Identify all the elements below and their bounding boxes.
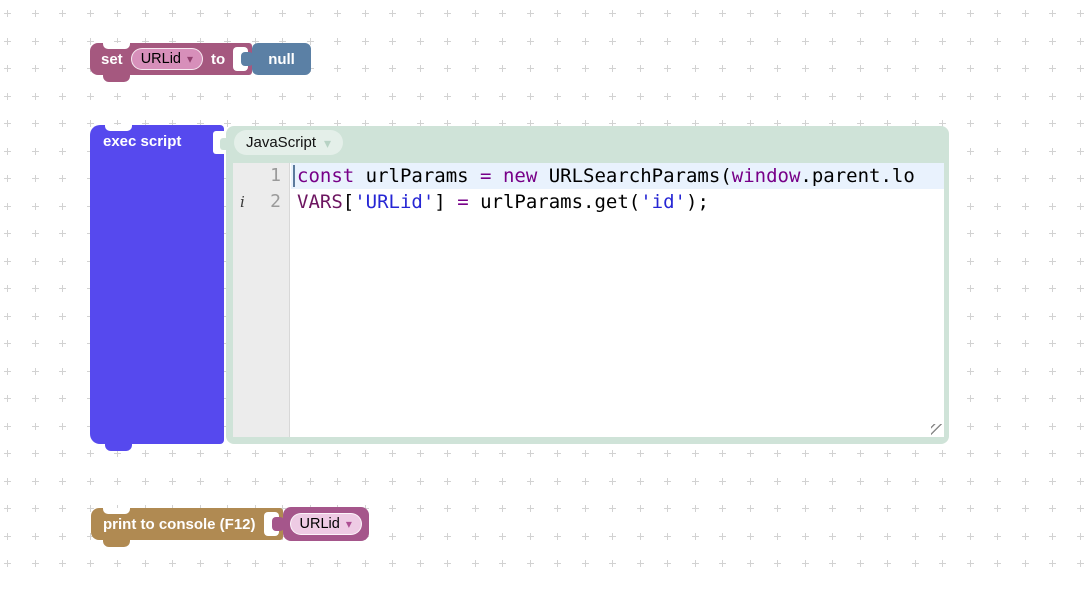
to-label: to: [211, 50, 226, 68]
code-area[interactable]: const urlParams = new URLSearchParams(wi…: [291, 163, 944, 437]
next-connection-tab: [103, 540, 130, 547]
print-block[interactable]: print to console (F12) URLid ▾: [91, 507, 369, 547]
variable-block[interactable]: URLid ▾: [282, 507, 369, 541]
print-variable-dropdown[interactable]: URLid ▾: [289, 513, 362, 535]
exec-script-label: exec script: [103, 133, 182, 150]
set-variable-label: URLid: [140, 51, 181, 67]
resize-handle-icon[interactable]: [931, 424, 942, 435]
previous-connection-notch: [103, 43, 130, 49]
next-connection-tab: [103, 75, 130, 82]
print-variable-label: URLid: [299, 516, 340, 532]
code-line: const urlParams = new URLSearchParams(wi…: [291, 163, 944, 189]
print-label: print to console (F12): [103, 515, 256, 533]
text-cursor: [293, 165, 295, 187]
gutter-row: 1: [233, 163, 289, 189]
code-line: VARS['URLid'] = urlParams.get('id');: [297, 191, 709, 213]
previous-connection-notch: [105, 125, 132, 131]
line-number: 2: [270, 191, 281, 212]
set-block-body[interactable]: set URLid ▾ to: [90, 43, 253, 82]
previous-connection-notch: [103, 508, 130, 514]
line-number: 1: [270, 165, 281, 186]
set-label: set: [101, 50, 123, 68]
language-dropdown[interactable]: JavaScript ▾: [234, 130, 344, 155]
exec-script-block[interactable]: exec script: [90, 125, 227, 451]
set-variable-dropdown[interactable]: URLid ▾: [130, 48, 204, 70]
chevron-down-icon: ▾: [324, 134, 332, 151]
chevron-down-icon: ▾: [345, 517, 352, 531]
null-block[interactable]: null: [252, 43, 311, 75]
lint-info-marker-icon: i: [240, 193, 245, 211]
print-block-body[interactable]: print to console (F12): [91, 508, 283, 547]
set-block[interactable]: set URLid ▾ to null: [90, 43, 311, 82]
chevron-down-icon: ▾: [186, 52, 194, 66]
language-label: JavaScript: [246, 134, 317, 151]
null-label: null: [268, 50, 295, 68]
next-connection-tab: [105, 444, 132, 451]
